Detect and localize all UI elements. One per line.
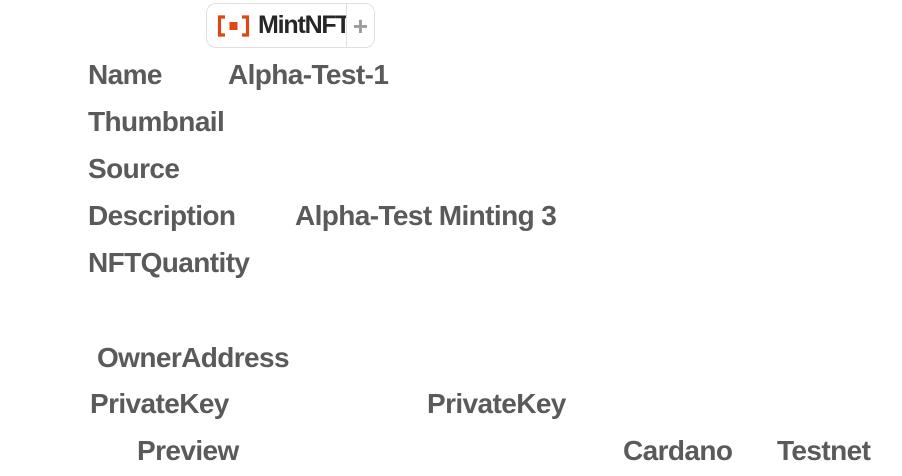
- code-token-privatekey-value[interactable]: PrivateKey: [427, 388, 566, 419]
- code-token-privatekey-key[interactable]: PrivateKey: [90, 388, 229, 419]
- code-token-nftquantity-key[interactable]: NFTQuantity: [88, 247, 250, 278]
- code-token-network-value[interactable]: Testnet: [777, 435, 871, 466]
- resource-function-badge-main: MintNFT: [207, 4, 351, 47]
- code-token-source-key[interactable]: Source: [88, 153, 180, 184]
- code-token-name-value[interactable]: Alpha-Test-1: [228, 59, 389, 90]
- code-token-name-key[interactable]: Name: [88, 59, 162, 90]
- resource-function-badge[interactable]: MintNFT +: [206, 3, 375, 48]
- code-token-description-value[interactable]: Alpha-Test Minting 3: [295, 200, 557, 231]
- badge-expand-plus-icon[interactable]: +: [346, 4, 374, 47]
- code-token-description-key[interactable]: Description: [88, 200, 236, 231]
- resource-function-icon: [217, 14, 250, 37]
- code-token-preview-key[interactable]: Preview: [137, 435, 239, 466]
- resource-function-name: MintNFT: [258, 11, 351, 39]
- code-token-blockchain-value[interactable]: Cardano: [623, 435, 733, 466]
- code-token-owneraddress-key[interactable]: OwnerAddress: [97, 342, 290, 373]
- code-token-thumbnail-key[interactable]: Thumbnail: [88, 106, 225, 137]
